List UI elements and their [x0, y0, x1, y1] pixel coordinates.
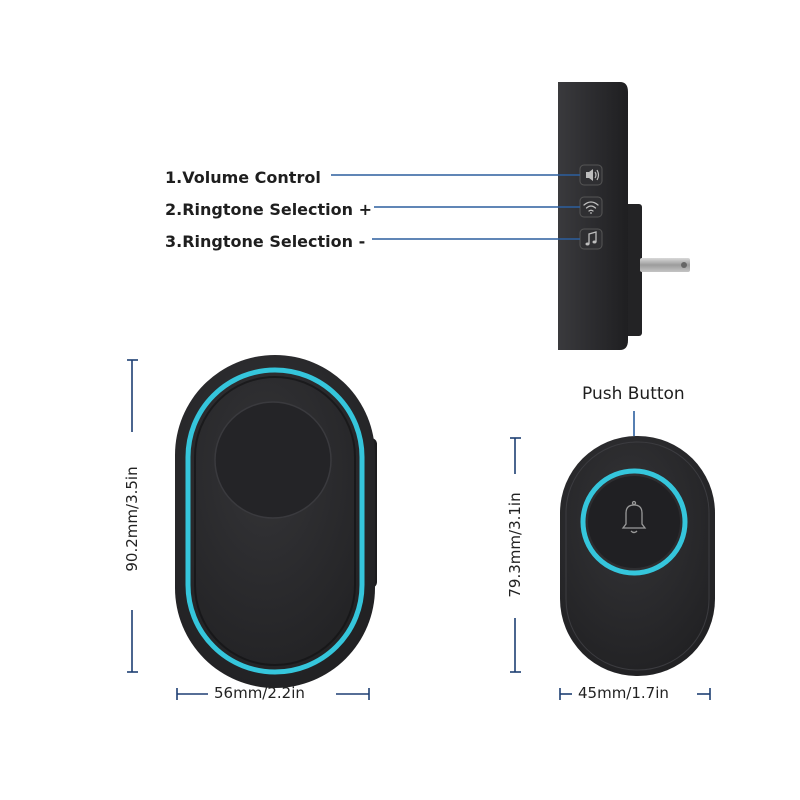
receiver-speaker-circle — [214, 401, 332, 519]
button-width-dimension — [559, 688, 711, 700]
receiver-light-ring — [185, 367, 365, 675]
receiver-height-dimension — [127, 359, 138, 673]
callout-volume-control: 1.Volume Control — [165, 168, 321, 187]
callout-leader-lines — [331, 174, 580, 240]
receiver-width-label: 56mm/2.2in — [214, 684, 305, 702]
callout-ringtone-minus: 3.Ringtone Selection - — [165, 232, 366, 251]
push-button-device — [560, 411, 715, 676]
volume-icon — [586, 169, 600, 181]
music-note-icon — [585, 231, 597, 246]
button-height-dimension — [510, 437, 521, 673]
push-button-light-ring — [580, 468, 688, 576]
receiver-side-view — [558, 82, 690, 350]
receiver-front-view — [175, 355, 377, 688]
ringtone-minus-button — [579, 228, 603, 250]
wifi-icon — [583, 201, 599, 214]
callout-ringtone-plus: 2.Ringtone Selection + — [165, 200, 372, 219]
ringtone-plus-button — [579, 196, 603, 218]
push-button-label: Push Button — [582, 384, 685, 404]
button-width-label: 45mm/1.7in — [578, 684, 669, 702]
receiver-height-label: 90.2mm/3.5in — [123, 466, 141, 572]
receiver-width-dimension — [176, 688, 370, 700]
plug-prong — [640, 258, 690, 272]
bell-icon — [621, 500, 647, 534]
button-height-label: 79.3mm/3.1in — [506, 492, 524, 598]
